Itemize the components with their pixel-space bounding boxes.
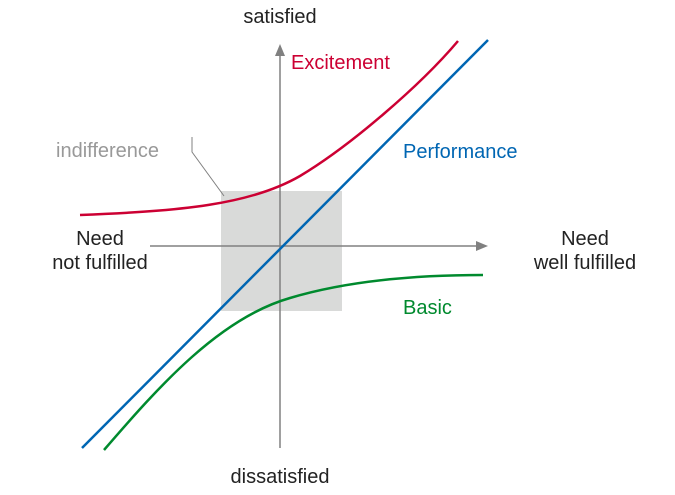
performance-curve (81, 39, 489, 449)
x-axis-left-label: Need not fulfilled (20, 227, 180, 275)
excitement-label: Excitement (291, 52, 390, 74)
excitement-curve (79, 40, 459, 217)
indifference-label: indifference (56, 140, 160, 162)
y-axis-bottom-label: dissatisfied (230, 466, 330, 488)
basic-label: Basic (403, 297, 452, 319)
x-axis-left-label-line-1: Need (76, 228, 124, 250)
y-axis-top-label: satisfied (243, 6, 317, 28)
performance-label: Performance (403, 141, 518, 163)
basic-curve (103, 273, 484, 451)
x-axis-arrowhead (476, 241, 488, 251)
indifference-zone (221, 191, 342, 311)
x-axis-left-label-line-2: not fulfilled (52, 252, 148, 274)
x-axis-right-label-line-2: well fulfilled (533, 252, 637, 274)
y-axis-arrowhead (275, 44, 285, 56)
indifference-leader-line (191, 137, 225, 197)
x-axis-right-label: Need well fulfilled (505, 227, 665, 275)
x-axis-right-label-line-1: Need (561, 228, 609, 250)
